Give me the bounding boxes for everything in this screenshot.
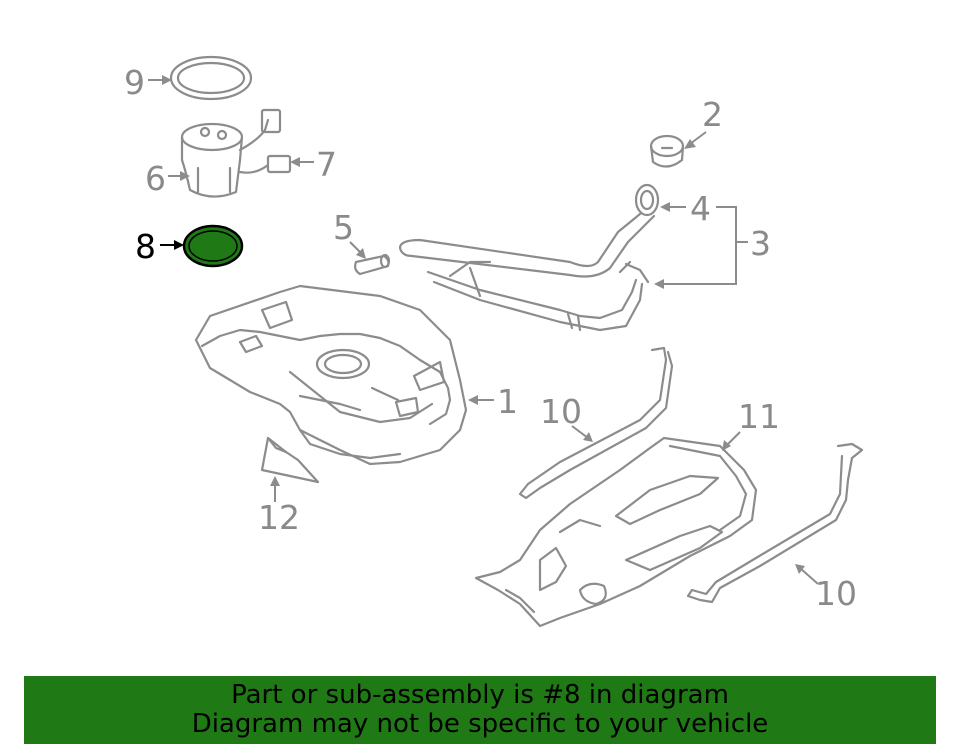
part-3-filler-pipe xyxy=(398,183,660,332)
callout-11: 11 xyxy=(738,397,780,436)
callout-10-right: 10 xyxy=(815,574,857,613)
info-banner: Part or sub-assembly is #8 in diagram Di… xyxy=(24,676,936,744)
leader-lines xyxy=(148,75,819,585)
callout-3: 3 xyxy=(750,224,771,263)
part-8-seal xyxy=(182,224,244,268)
part-12-bracket xyxy=(260,436,320,484)
callout-5: 5 xyxy=(333,208,354,247)
part-5-tube xyxy=(354,253,391,276)
part-9-gasket xyxy=(169,55,253,101)
callout-4: 4 xyxy=(690,189,711,228)
part-6-fuel-pump xyxy=(180,108,292,198)
banner-line-1: Part or sub-assembly is #8 in diagram xyxy=(231,680,729,710)
callout-7: 7 xyxy=(316,145,337,184)
part-10-strap-left xyxy=(518,346,674,500)
callout-10-left: 10 xyxy=(540,392,582,431)
parts-diagram xyxy=(148,55,864,628)
callout-9: 9 xyxy=(124,63,145,102)
callout-12: 12 xyxy=(258,498,300,537)
callout-1: 1 xyxy=(497,382,518,421)
banner-line-2: Diagram may not be specific to your vehi… xyxy=(191,709,769,739)
part-11-shield xyxy=(474,436,758,628)
callout-2: 2 xyxy=(702,95,723,134)
part-1-fuel-tank xyxy=(194,284,468,466)
callout-8: 8 xyxy=(135,227,156,266)
callout-6: 6 xyxy=(145,159,166,198)
part-10-strap-right xyxy=(686,442,864,604)
part-2-cap xyxy=(649,134,685,168)
